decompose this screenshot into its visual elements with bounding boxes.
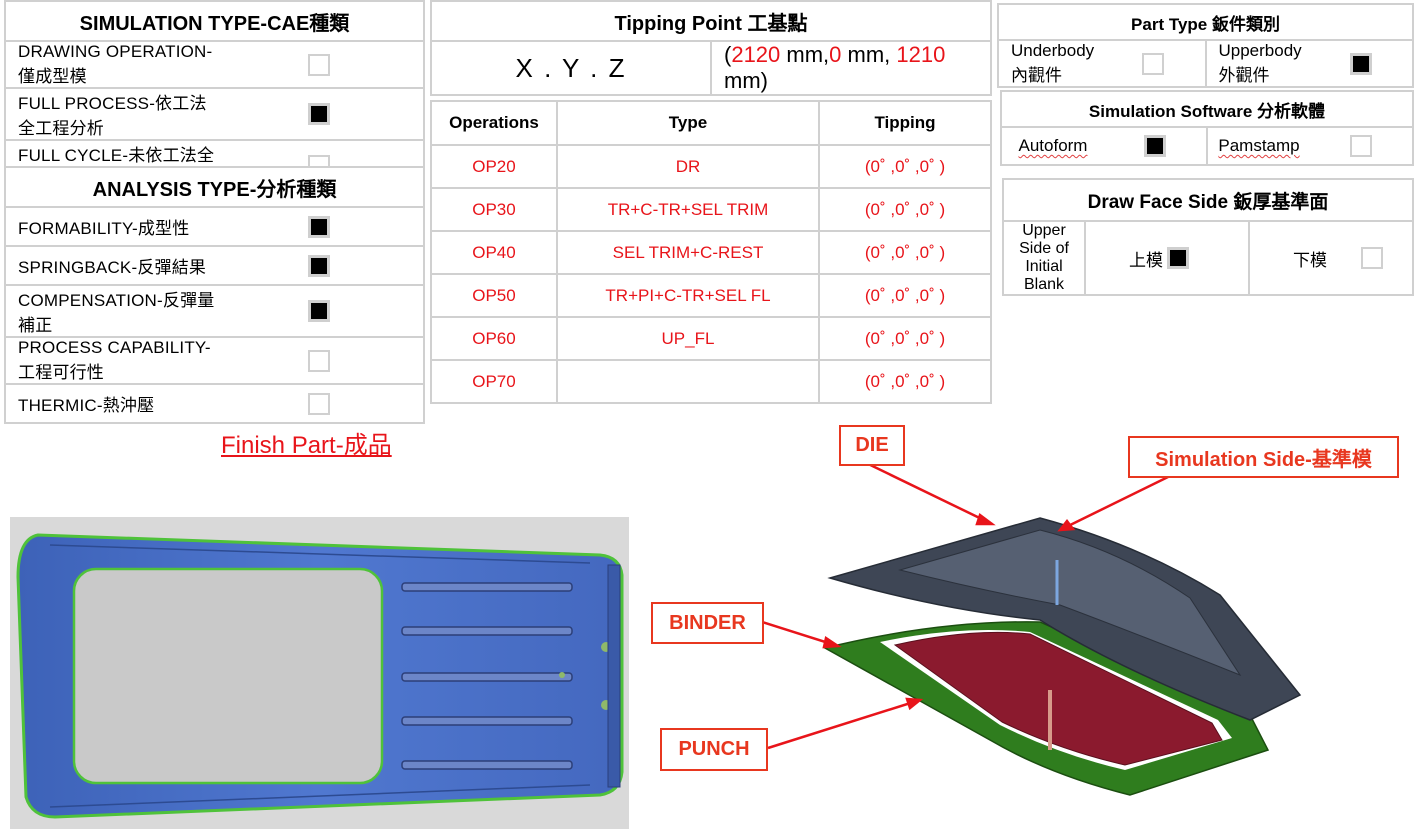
draw-face-side-table: Draw Face Side 鈑厚基準面 Upper Side of Initi… [1002, 178, 1414, 296]
draw-face-label: Upper Side of Initial Blank [1002, 220, 1086, 296]
op-cell: OP20 [430, 144, 558, 189]
type-cell: TR+PI+C-TR+SEL FL [556, 273, 820, 318]
part-type-table: Part Type 鈑件類別 Underbody 內觀件 Upperbody 外… [997, 3, 1414, 88]
simulation-side-callout: Simulation Side-基準模 [1128, 436, 1399, 478]
analysis-type-label: PROCESS CAPABILITY-工程可行性 [4, 336, 215, 385]
lower-die-checkbox[interactable] [1360, 247, 1383, 269]
analysis-type-panel: ANALYSIS TYPE-分析種類 FORMABILITY-成型性 SPRIN… [4, 166, 425, 424]
die-callout: DIE [839, 425, 905, 466]
process-capability-checkbox[interactable] [307, 349, 330, 372]
tipping-header: Tipping [818, 100, 992, 146]
draw-face-side-panel: Draw Face Side 鈑厚基準面 Upper Side of Initi… [1002, 178, 1414, 296]
coord-z: 1210 [896, 42, 946, 67]
simulation-software-table: Simulation Software 分析軟體 Autoform Pamsta… [1000, 90, 1414, 166]
analysis-type-label: THERMIC-熱沖壓 [4, 383, 215, 424]
underbody-checkbox[interactable] [1142, 52, 1165, 75]
full-process-checkbox[interactable] [307, 103, 330, 125]
tipping-cell: (0˚ ,0˚ ,0˚ ) [818, 359, 992, 404]
part-type-panel: Part Type 鈑件類別 Underbody 內觀件 Upperbody 外… [997, 3, 1414, 88]
analysis-type-label: FORMABILITY-成型性 [4, 206, 215, 247]
table-row: COMPENSATION-反彈量補正 [4, 284, 425, 338]
simulation-type-table: SIMULATION TYPE-CAE種類 DRAWING OPERATION-… [4, 0, 425, 193]
lower-die-label: 下模 [1248, 220, 1331, 296]
table-row: DRAWING OPERATION-僅成型模 [4, 40, 425, 89]
autoform-label: Autoform [1000, 126, 1104, 166]
formability-checkbox[interactable] [307, 215, 330, 238]
op-cell: OP50 [430, 273, 558, 318]
underbody-label: Underbody 內觀件 [997, 39, 1102, 88]
simulation-type-title: SIMULATION TYPE-CAE種類 [4, 0, 425, 42]
op-cell: OP60 [430, 316, 558, 361]
op-cell: OP30 [430, 187, 558, 232]
analysis-type-title: ANALYSIS TYPE-分析種類 [4, 166, 425, 208]
table-row: FORMABILITY-成型性 [4, 206, 425, 247]
op-cell: OP40 [430, 230, 558, 275]
pamstamp-label: Pamstamp [1206, 126, 1310, 166]
tipping-cell: (0˚ ,0˚ ,0˚ ) [818, 187, 992, 232]
die-binder-punch-illustration [761, 458, 1302, 796]
tipping-cell: (0˚ ,0˚ ,0˚ ) [818, 316, 992, 361]
simulation-type-label: DRAWING OPERATION-僅成型模 [4, 40, 215, 89]
analysis-type-label: COMPENSATION-反彈量補正 [4, 284, 215, 338]
type-cell: UP_FL [556, 316, 820, 361]
tipping-cell: (0˚ ,0˚ ,0˚ ) [818, 273, 992, 318]
analysis-type-table: ANALYSIS TYPE-分析種類 FORMABILITY-成型性 SPRIN… [4, 166, 425, 424]
analysis-type-label: SPRINGBACK-反彈結果 [4, 245, 215, 286]
table-row: SPRINGBACK-反彈結果 [4, 245, 425, 286]
table-row: FULL PROCESS-依工法全工程分析 [4, 87, 425, 141]
tipping-cell: (0˚ ,0˚ ,0˚ ) [818, 230, 992, 275]
type-cell [556, 359, 820, 404]
simulation-type-label: FULL PROCESS-依工法全工程分析 [4, 87, 215, 141]
tipping-point-panel: Tipping Point 工基點 X . Y . Z (2120 mm,0 m… [430, 0, 992, 96]
simulation-software-title: Simulation Software 分析軟體 [1000, 90, 1414, 128]
type-cell: TR+C-TR+SEL TRIM [556, 187, 820, 232]
part-type-title: Part Type 鈑件類別 [997, 3, 1414, 41]
compensation-checkbox[interactable] [307, 300, 330, 322]
type-cell: SEL TRIM+C-REST [556, 230, 820, 275]
table-row: THERMIC-熱沖壓 [4, 383, 425, 424]
simulation-type-panel: SIMULATION TYPE-CAE種類 DRAWING OPERATION-… [4, 0, 425, 193]
draw-face-side-title: Draw Face Side 鈑厚基準面 [1002, 178, 1414, 222]
tipping-coordinate: (2120 mm,0 mm, 1210 mm) [710, 40, 992, 96]
simulation-software-panel: Simulation Software 分析軟體 Autoform Pamsta… [1000, 90, 1414, 166]
type-cell: DR [556, 144, 820, 189]
pamstamp-checkbox[interactable] [1350, 135, 1372, 157]
finish-part-label: Finish Part-成品 [221, 432, 392, 459]
tipping-point-table: Tipping Point 工基點 X . Y . Z (2120 mm,0 m… [430, 0, 992, 96]
autoform-checkbox[interactable] [1144, 135, 1166, 157]
punch-callout: PUNCH [660, 728, 768, 771]
thermic-checkbox[interactable] [307, 392, 330, 415]
coord-x: 2120 [731, 42, 781, 67]
roof-panel-drawing [16, 533, 624, 819]
binder-callout: BINDER [651, 602, 764, 644]
springback-checkbox[interactable] [307, 254, 330, 277]
finish-part-image [10, 517, 629, 829]
punch-shape [893, 631, 1223, 766]
coord-y: 0 [829, 42, 842, 67]
table-row: PROCESS CAPABILITY-工程可行性 [4, 336, 425, 385]
operations-header: Operations [430, 100, 558, 146]
upperbody-checkbox[interactable] [1349, 52, 1372, 75]
type-header: Type [556, 100, 820, 146]
drawing-operation-checkbox[interactable] [307, 53, 330, 76]
table-row: OP70 (0˚ ,0˚ ,0˚ ) [430, 359, 992, 404]
tipping-cell: (0˚ ,0˚ ,0˚ ) [818, 144, 992, 189]
upper-die-checkbox[interactable] [1167, 247, 1189, 269]
upper-die-label: 上模 [1084, 220, 1167, 296]
xyz-label: X . Y . Z [430, 40, 712, 96]
tipping-point-title: Tipping Point 工基點 [430, 0, 992, 42]
op-cell: OP70 [430, 359, 558, 404]
upperbody-label: Upperbody 外觀件 [1204, 39, 1310, 88]
